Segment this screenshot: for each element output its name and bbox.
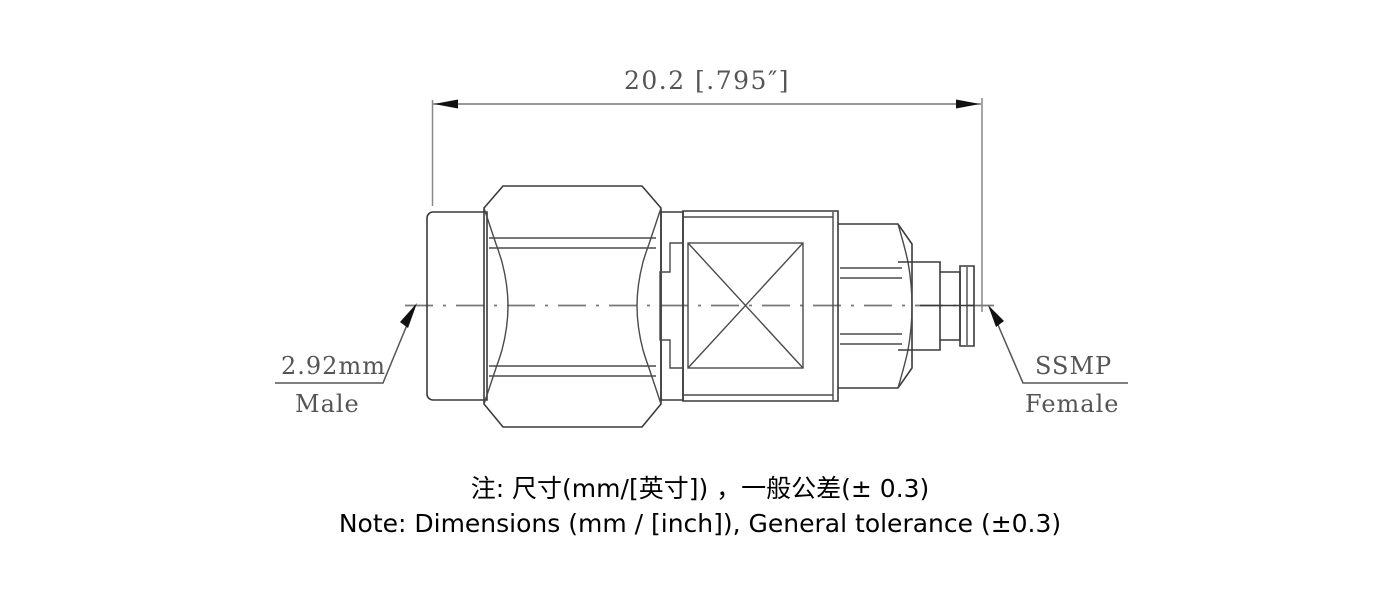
note-english: Note: Dimensions (mm / [inch]), General …: [339, 509, 1061, 538]
coupling-nut-left: [426, 211, 488, 401]
square-body-block: [682, 210, 839, 402]
square-face-outline: [687, 242, 804, 369]
left-leader-line: [275, 307, 415, 384]
arrow-left-icon: [434, 99, 458, 109]
leader-arrow-icon-left: [400, 303, 417, 328]
square-face-cross: [687, 242, 804, 369]
left-callout-group: 2.92mm Male: [275, 303, 417, 418]
hex-nut-outline: [483, 185, 662, 428]
right-callout-group: SSMP Female: [988, 305, 1128, 418]
right-hex-silhouette: [897, 223, 913, 389]
overall-length-dimension: [431, 98, 983, 312]
connector-body-geometry: [426, 185, 975, 428]
hex-silhouette-right: [636, 207, 662, 405]
leader-arrow-icon-right: [988, 305, 1004, 327]
left-callout-line2: Male: [295, 390, 360, 418]
overall-length-label: 20.2 [.795″]: [624, 66, 790, 95]
body-left-notch: [659, 242, 683, 369]
end-flange-ring: [959, 265, 975, 347]
right-callout-line1: SSMP: [1035, 352, 1112, 380]
right-leader-line: [991, 310, 1128, 384]
cross-diagonal-2: [687, 242, 804, 369]
left-callout-line1: 2.92mm: [281, 352, 386, 380]
note-chinese: 注: 尺寸(mm/[英寸]) ，一般公差(± 0.3): [471, 474, 930, 503]
arrow-right-icon: [956, 99, 980, 109]
hex-silhouette-left: [483, 207, 509, 405]
right-callout-line2: Female: [1025, 390, 1120, 418]
